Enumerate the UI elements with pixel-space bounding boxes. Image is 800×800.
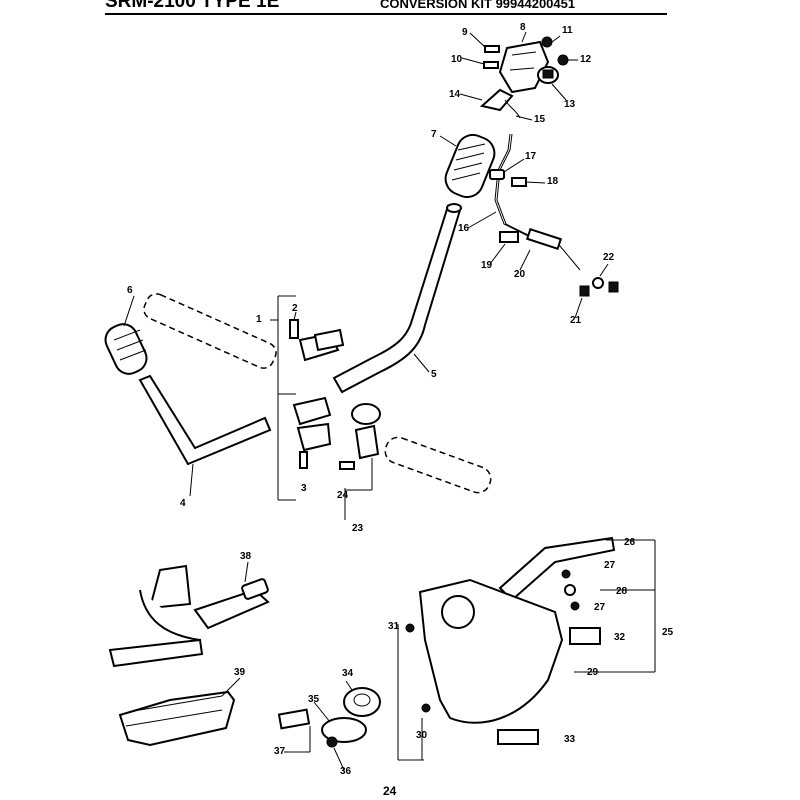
- cable-clip-19-part: [499, 231, 519, 243]
- callout-29: 29: [587, 667, 599, 678]
- clamp-upper-part: [298, 328, 345, 362]
- loop-handle-part: [384, 436, 492, 494]
- callout-34: 34: [342, 668, 354, 679]
- callout-27b: 27: [594, 602, 606, 613]
- callout-15: 15: [534, 114, 546, 125]
- callout-13: 13: [564, 99, 576, 110]
- nut-11-part: [541, 36, 553, 48]
- callout-17: 17: [525, 151, 537, 162]
- callout-18: 18: [547, 176, 559, 187]
- callout-3: 3: [301, 483, 307, 494]
- callout-2: 2: [292, 303, 298, 314]
- page-number: 24: [383, 784, 397, 798]
- callout-39: 39: [234, 667, 246, 678]
- throttle-screw-9-part: [484, 45, 500, 53]
- callout-7: 7: [431, 129, 437, 140]
- clamp-lower-part: [292, 396, 332, 452]
- disc-35-part: [321, 717, 367, 743]
- callout-6: 6: [127, 285, 133, 296]
- grip-7-part: [444, 133, 496, 199]
- nut-12-part: [557, 54, 569, 66]
- clamp-bracket-1-part: [277, 295, 296, 501]
- fastener-30-part: [421, 703, 431, 713]
- callout-37: 37: [274, 746, 286, 757]
- nut-27-part: [561, 569, 580, 611]
- screw-18-part: [511, 177, 527, 187]
- callout-16: 16: [458, 223, 470, 234]
- callout-26: 26: [624, 537, 636, 548]
- throttle-trigger-part: [479, 88, 514, 112]
- bolt-3-part: [299, 451, 308, 469]
- callout-11: 11: [562, 25, 573, 36]
- callout-8: 8: [520, 22, 526, 33]
- shield-bracket-lines: [397, 539, 656, 761]
- callout-25: 25: [662, 627, 674, 638]
- callout-labels: 1 2 3 4 5 6 7 8 9 10 11 12 13 14 15 16 1…: [127, 22, 674, 777]
- screw-24-part: [339, 461, 355, 470]
- cable-clip-17-part: [489, 169, 505, 180]
- callout-27a: 27: [604, 560, 616, 571]
- callout-20: 20: [514, 269, 526, 280]
- frame-39-part: [118, 690, 236, 747]
- callout-35: 35: [308, 694, 320, 705]
- callout-19: 19: [481, 260, 493, 271]
- nut-21-part: [579, 281, 619, 297]
- callout-4: 4: [180, 498, 186, 509]
- handle-ghost-part: [143, 293, 277, 369]
- callout-30: 30: [416, 730, 428, 741]
- callout-12: 12: [580, 54, 592, 65]
- callout-28: 28: [616, 586, 628, 597]
- upper-handle-5-part: [332, 203, 462, 394]
- callout-21: 21: [570, 315, 582, 326]
- callout-14: 14: [449, 89, 461, 100]
- label-32-part: [569, 627, 601, 645]
- leader-lines: [123, 31, 609, 771]
- debris-shield-part: [418, 578, 564, 724]
- callout-32: 32: [614, 632, 626, 643]
- label-33-part: [497, 729, 539, 745]
- clamp-ring-part: [351, 403, 381, 460]
- callout-24: 24: [337, 490, 349, 501]
- pulley-34-part: [343, 687, 381, 717]
- harness-38-part: [108, 564, 270, 668]
- switch-13-part: [537, 66, 559, 84]
- callout-9: 9: [462, 27, 468, 38]
- model-title: SRM-2100 TYPE 1E: [105, 0, 280, 12]
- header-rule: [105, 13, 667, 15]
- shield-bracket-26-part: [498, 536, 616, 602]
- plate-37-part: [277, 708, 311, 730]
- connector-20-part: [525, 228, 563, 250]
- throttle-screw-10-part: [483, 61, 499, 69]
- spring-15-part: [504, 99, 521, 119]
- callout-38: 38: [240, 551, 252, 562]
- bolt-2-part: [289, 319, 299, 339]
- fastener-31-part: [405, 623, 415, 633]
- callout-1: 1: [256, 314, 262, 325]
- callout-5: 5: [431, 369, 437, 380]
- callout-10: 10: [451, 54, 463, 65]
- washer-22-part: [592, 277, 604, 289]
- grip-6-part: [104, 323, 148, 375]
- callout-31: 31: [388, 621, 400, 632]
- conversion-kit-label: CONVERSION KIT 99944200451: [380, 0, 576, 11]
- throttle-cable-16-part: [494, 133, 581, 271]
- nut-36-part: [326, 736, 338, 748]
- throttle-housing-part: [498, 40, 550, 94]
- callout-36: 36: [340, 766, 352, 777]
- callout-22: 22: [603, 252, 615, 263]
- lower-handle-4-part: [138, 374, 272, 466]
- callout-33: 33: [564, 734, 576, 745]
- washer-28-part: [564, 584, 576, 596]
- callout-23: 23: [352, 523, 364, 534]
